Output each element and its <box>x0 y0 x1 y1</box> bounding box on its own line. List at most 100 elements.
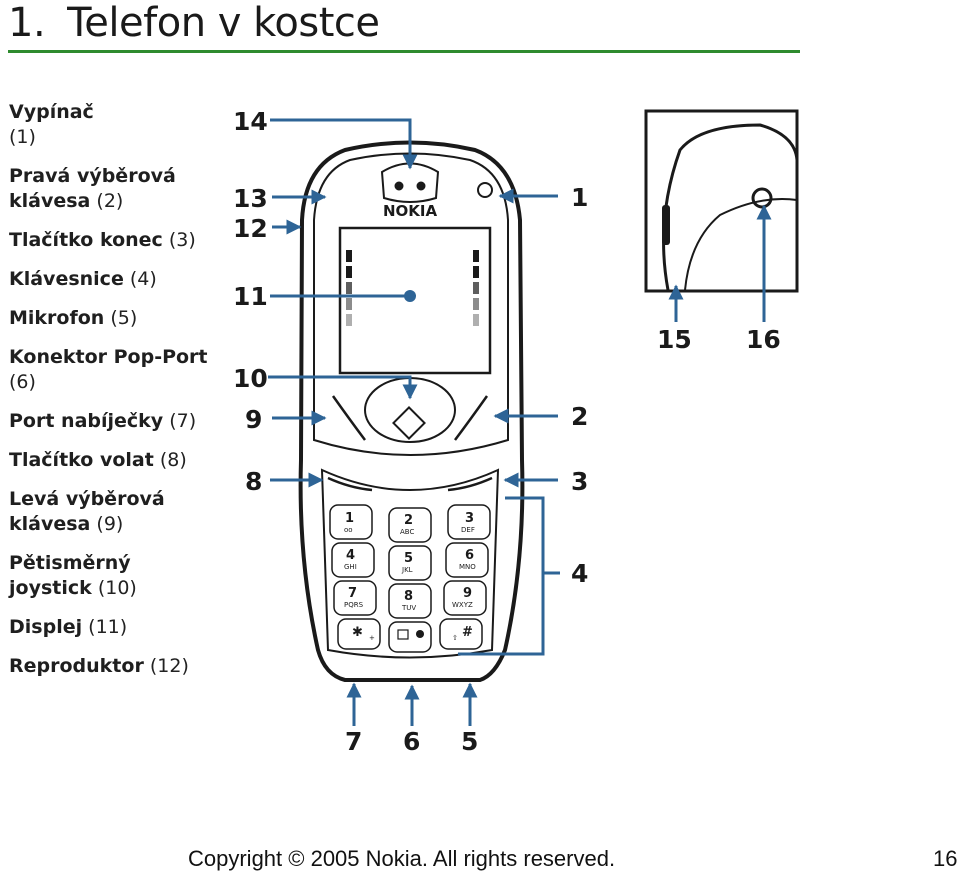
legend-name: Tlačítko konec <box>9 229 163 251</box>
legend-number: (8) <box>159 449 187 471</box>
legend-item: Levá výběrová klávesa (9) <box>9 487 214 537</box>
callout-6: 6 <box>403 727 420 756</box>
chapter-title: Telefon v kostce <box>67 0 380 46</box>
joystick-icon <box>392 406 426 440</box>
legend-number: (6) <box>9 371 36 393</box>
legend-item: Mikrofon (5) <box>9 306 214 331</box>
legend-name: Levá výběrová klávesa <box>9 488 165 535</box>
legend-name: Displej <box>9 616 83 638</box>
legend-number: (3) <box>168 229 196 251</box>
call-key <box>327 476 373 492</box>
legend-number: (11) <box>88 616 128 638</box>
legend-name: Mikrofon <box>9 307 105 329</box>
bracket-4 <box>458 496 545 656</box>
speaker-hole-icon <box>416 181 426 191</box>
legend-number: (9) <box>96 513 124 535</box>
svg-text:DEF: DEF <box>461 526 475 534</box>
legend-item: Reproduktor (12) <box>9 654 214 679</box>
svg-text:6: 6 <box>465 548 474 563</box>
legend-name: Pravá výběrová klávesa <box>9 165 176 212</box>
legend-item: Konektor Pop-Port (6) <box>9 345 214 395</box>
title-rule <box>8 50 800 53</box>
brand-logo: NOKIA <box>383 202 438 220</box>
left-selection-key <box>331 395 367 441</box>
legend-item: Pravá výběrová klávesa (2) <box>9 164 214 214</box>
svg-text:+: + <box>369 634 375 642</box>
key-star: ✱+ <box>337 618 381 650</box>
keypad-frame <box>320 468 500 659</box>
battery-indicator <box>473 250 479 326</box>
legend-number: (10) <box>97 577 137 599</box>
power-button-icon <box>477 182 493 198</box>
right-selection-key <box>453 395 489 441</box>
svg-text:PQRS: PQRS <box>344 601 364 609</box>
svg-text:8: 8 <box>404 589 413 604</box>
callout-13: 13 <box>233 184 268 213</box>
display <box>338 226 492 375</box>
callout-3: 3 <box>571 467 588 496</box>
page-number: 16 <box>933 846 958 871</box>
callout-16: 16 <box>746 325 781 354</box>
svg-text:⇧: ⇧ <box>452 634 458 642</box>
display-pointer-dot <box>404 290 416 302</box>
svg-text:TUV: TUV <box>401 604 416 612</box>
callout-14: 14 <box>233 107 268 136</box>
svg-text:1: 1 <box>345 511 354 526</box>
svg-text:✱: ✱ <box>352 625 363 640</box>
key-1: 1ᴏᴏ <box>329 504 373 540</box>
svg-text:GHI: GHI <box>344 563 357 571</box>
copyright-footer: Copyright © 2005 Nokia. All rights reser… <box>188 846 616 871</box>
callout-2: 2 <box>571 402 588 431</box>
svg-text:ᴏᴏ: ᴏᴏ <box>344 526 353 534</box>
svg-text:9: 9 <box>463 586 472 601</box>
legend-name: Port nabíječky <box>9 410 164 432</box>
legend-item: Port nabíječky (7) <box>9 409 214 434</box>
legend-number: (7) <box>169 410 197 432</box>
arrow-14 <box>270 118 418 170</box>
svg-text:5: 5 <box>404 551 413 566</box>
callout-15: 15 <box>657 325 692 354</box>
speaker-hole-icon <box>394 181 404 191</box>
legend-name: Tlačítko volat <box>9 449 154 471</box>
callout-7: 7 <box>345 727 362 756</box>
svg-text:WXYZ: WXYZ <box>452 601 473 609</box>
legend-name: Vypínač <box>9 101 94 123</box>
legend-item: Tlačítko volat (8) <box>9 448 214 473</box>
soft-keys <box>327 395 493 492</box>
legend-number: (2) <box>96 190 124 212</box>
camera-lens-icon <box>751 187 773 209</box>
svg-text:#: # <box>462 625 473 640</box>
legend-number: (1) <box>9 126 36 148</box>
earpiece-housing <box>380 162 440 203</box>
legend-name: Konektor Pop-Port <box>9 346 208 368</box>
phone-inner-outline <box>313 152 509 456</box>
callout-4: 4 <box>571 559 588 588</box>
legend-number: (12) <box>149 655 189 677</box>
legend-number: (4) <box>129 268 157 290</box>
callout-11: 11 <box>233 282 268 311</box>
signal-indicator <box>346 250 352 326</box>
key-0 <box>388 621 432 653</box>
svg-text:ABC: ABC <box>400 528 414 536</box>
callout-1: 1 <box>571 183 588 212</box>
legend-item: Displej (11) <box>9 615 214 640</box>
end-key <box>447 476 493 492</box>
svg-text:MNO: MNO <box>459 563 476 571</box>
legend-name: Pětisměrný joystick <box>9 552 131 599</box>
page-title: 1.Telefon v kostce <box>8 0 380 46</box>
legend-item: Pětisměrný joystick (10) <box>9 551 214 601</box>
callout-arrows <box>268 118 772 726</box>
arrow-10 <box>268 375 418 400</box>
legend-name: Reproduktor <box>9 655 144 677</box>
callout-9: 9 <box>245 405 262 434</box>
